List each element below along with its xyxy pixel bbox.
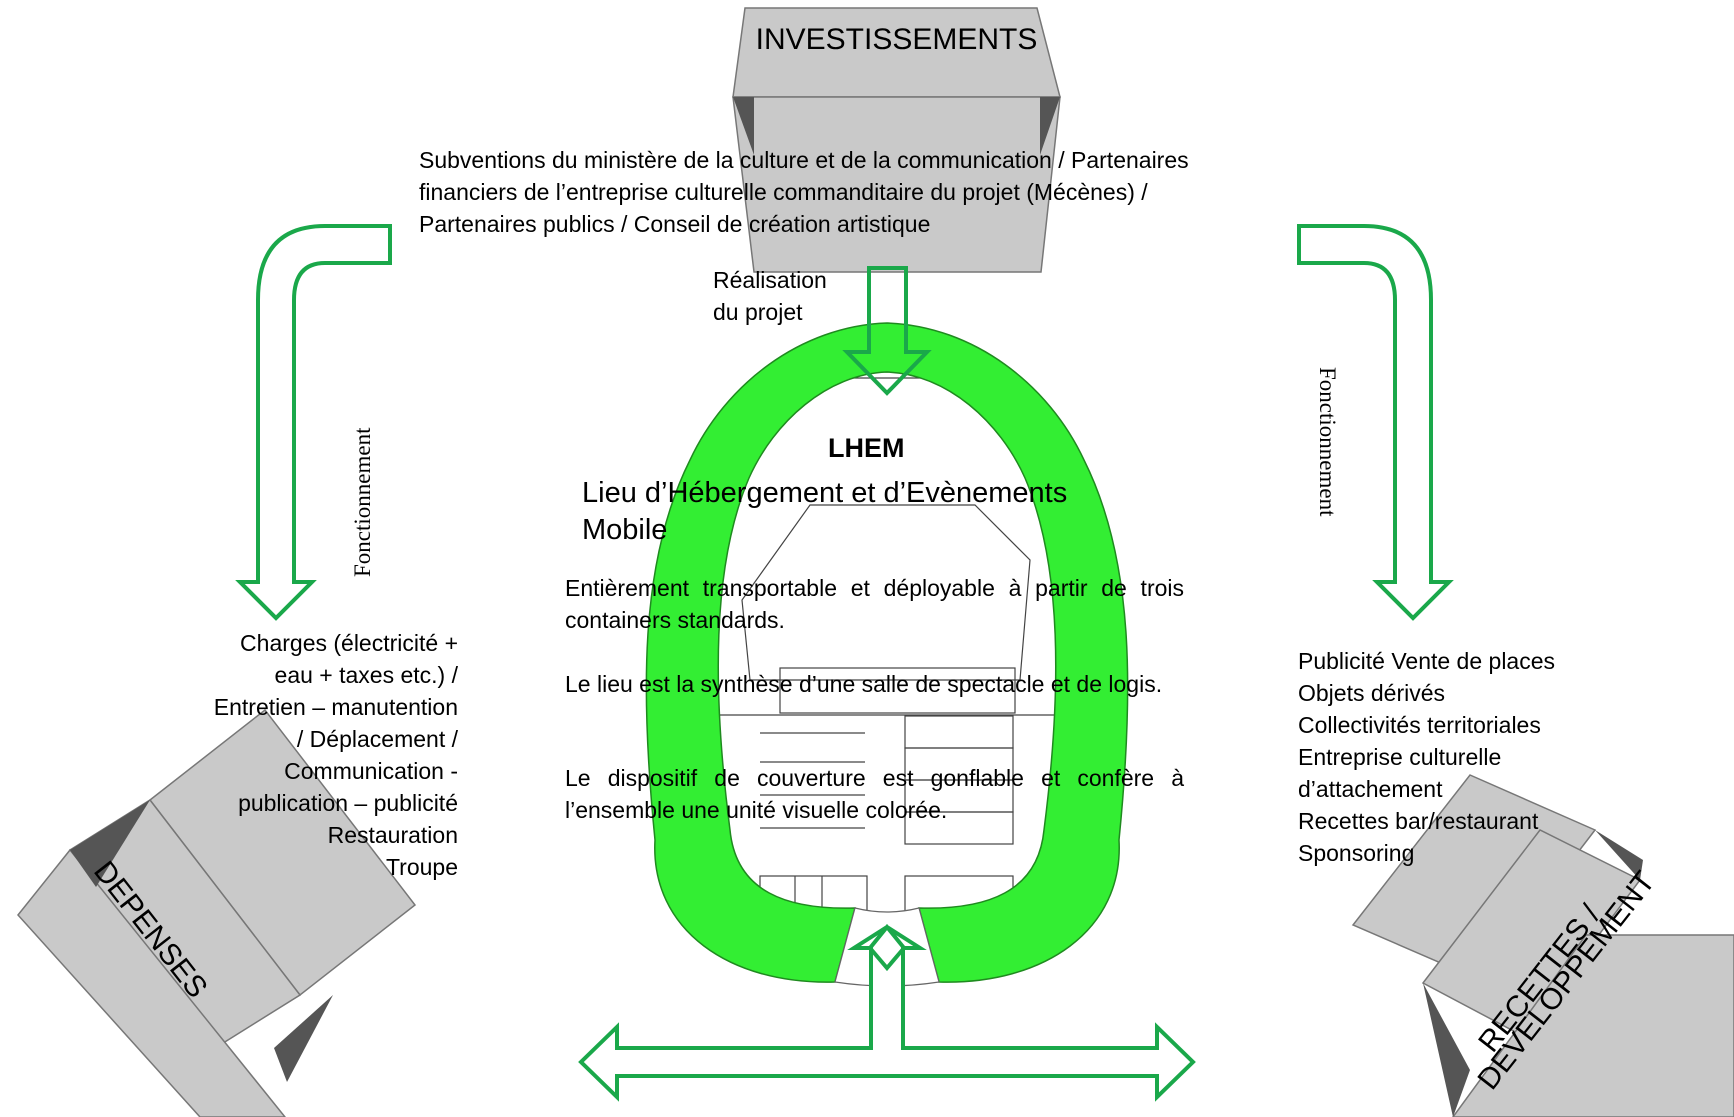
left-flow-label: Fonctionnement: [350, 427, 375, 577]
revenues-items: Publicité Vente de places Objets dérivés…: [1298, 648, 1556, 866]
bottom-distribution-arrow: [578, 923, 1196, 1102]
investments-box: [732, 7, 1061, 273]
realisation-down-arrow: [842, 266, 932, 396]
left-flow-arrow: [235, 224, 392, 621]
lhem-paragraph-1: Entièrement transportable et déployable …: [565, 575, 1184, 633]
lhem-entrance-outline: [834, 907, 940, 987]
right-flow-arrow: [1297, 224, 1454, 621]
right-flow-label: Fonctionnement: [1315, 367, 1340, 517]
lhem-acronym: LHEM: [828, 433, 905, 463]
investments-sources: Subventions du ministère de la culture e…: [419, 147, 1189, 237]
expenses-items: Charges (électricité + eau + taxes etc.)…: [213, 630, 458, 880]
lhem-full-name: Lieu d’Hébergement et d’Evènements Mobil…: [582, 477, 1068, 546]
realisation-label: Réalisation du projet: [713, 267, 827, 325]
lhem-inflatable-ring: [645, 322, 1129, 983]
expenses-box: [17, 708, 417, 1117]
investments-title: INVESTISSEMENTS: [755, 23, 1038, 56]
revenues-box: [1351, 774, 1734, 1117]
lhem-paragraph-3: Le dispositif de couverture est gonflabl…: [565, 765, 1184, 823]
lhem-paragraph-2: Le lieu est la synthèse d’une salle de s…: [565, 671, 1163, 697]
